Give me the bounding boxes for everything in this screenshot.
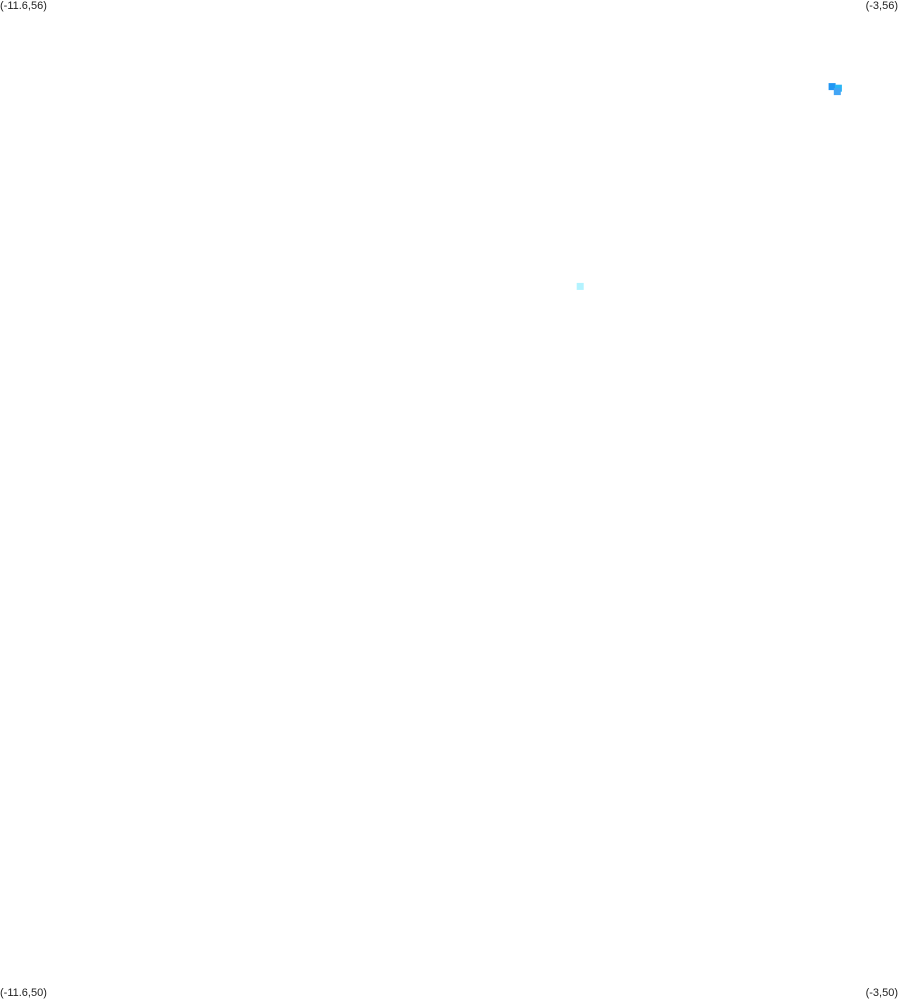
map-feature-0: [828, 83, 836, 91]
map-feature-3: [576, 282, 584, 290]
corner-label-bottom-left: (-11.6,50): [0, 987, 47, 999]
map-features-layer: [576, 83, 842, 290]
map-feature-2: [833, 88, 841, 96]
corner-label-bottom-right: (-3,50): [865, 987, 898, 999]
corner-label-top-right: (-3,56): [865, 0, 898, 12]
corner-label-top-left: (-11.6,56): [0, 0, 47, 12]
